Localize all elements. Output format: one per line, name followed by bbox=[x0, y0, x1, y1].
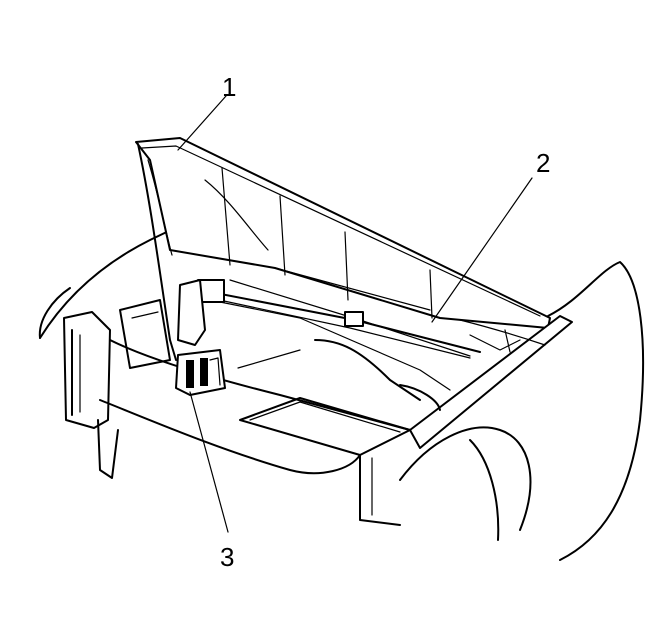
callout-1: 1 bbox=[222, 72, 236, 102]
leader-line-3 bbox=[189, 391, 229, 533]
leader-line-2 bbox=[431, 177, 533, 323]
callout-2: 2 bbox=[536, 148, 550, 178]
engine-bay bbox=[99, 339, 441, 526]
left-fender bbox=[38, 227, 176, 479]
leader-line-1 bbox=[177, 95, 227, 151]
hood bbox=[135, 137, 551, 329]
washer-reservoir bbox=[175, 279, 226, 396]
wiper-linkage bbox=[197, 279, 481, 359]
right-fender bbox=[399, 261, 645, 561]
shock-tower bbox=[119, 299, 171, 369]
hood-rear-seal bbox=[137, 143, 177, 361]
callout-3: 3 bbox=[220, 542, 234, 572]
wiper-pivot bbox=[344, 311, 364, 327]
